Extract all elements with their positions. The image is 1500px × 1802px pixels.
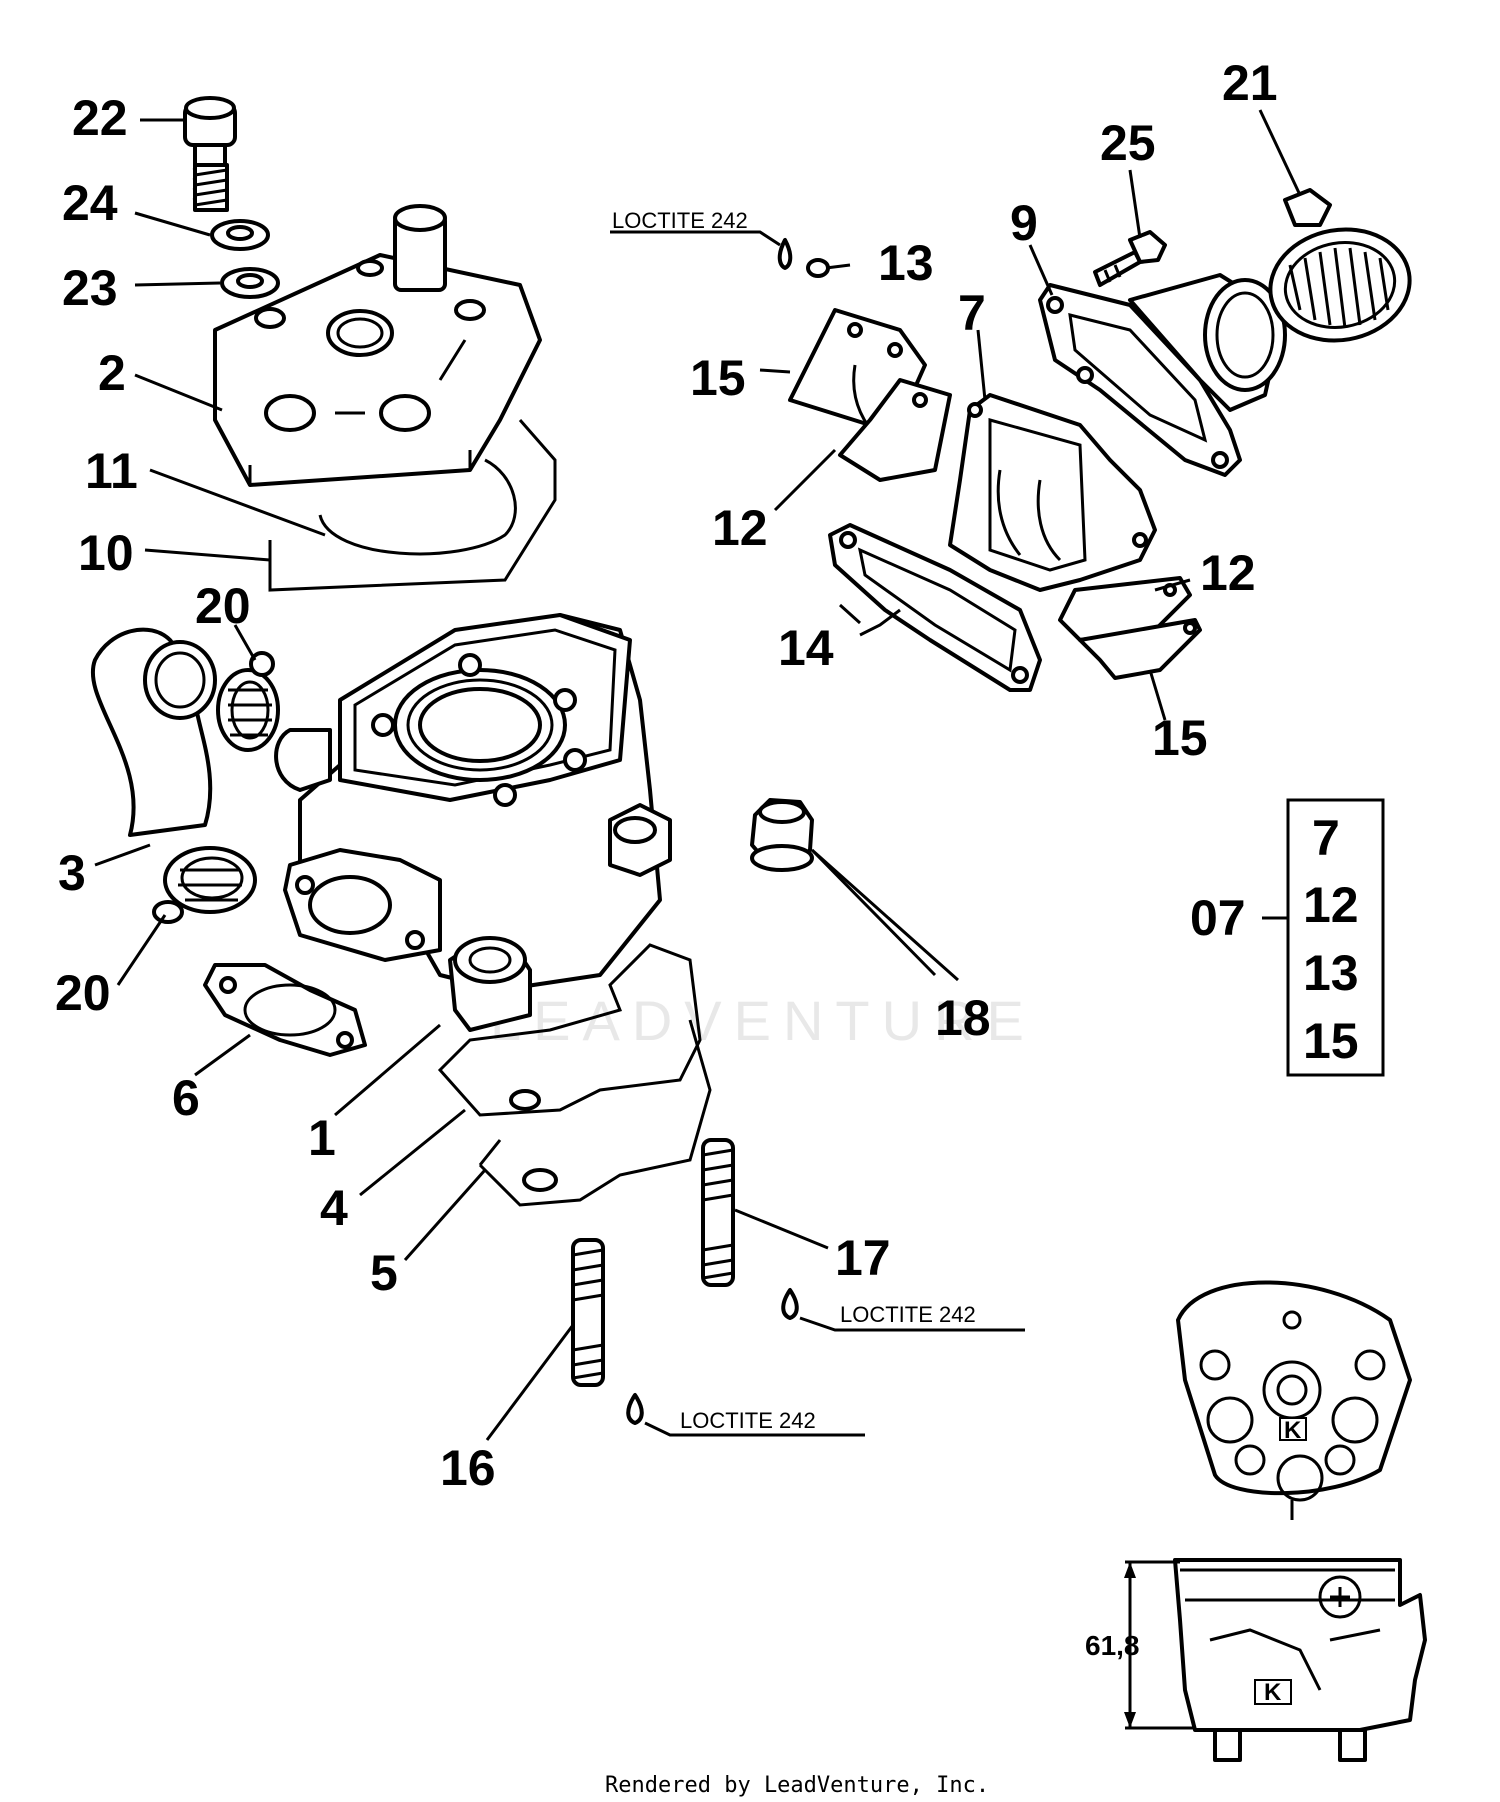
callout-7: 7 — [958, 285, 986, 341]
part-17-stud — [701, 1138, 799, 1320]
kit-label: 07 — [1190, 890, 1246, 946]
callout-15-upper: 15 — [690, 350, 746, 406]
part-2-cylinder-head — [213, 204, 542, 487]
callout-4: 4 — [320, 1180, 348, 1236]
kit-box: 07 7 12 13 15 — [1190, 798, 1385, 1077]
callout-14: 14 — [778, 620, 834, 676]
callout-12-lower: 12 — [1200, 545, 1256, 601]
part-18-nut — [750, 798, 814, 872]
part-3-hose — [91, 627, 217, 837]
part-20-clamp-upper — [216, 651, 280, 752]
part-5-cylinder-base — [478, 1019, 712, 1207]
footer-credit: Rendered by LeadVenture, Inc. — [605, 1773, 989, 1798]
callout-17: 17 — [835, 1230, 891, 1286]
detail-marker-top: K — [1284, 1417, 1302, 1444]
callout-9: 9 — [1010, 195, 1038, 251]
loctite-label-top: LOCTITE 242 — [612, 208, 748, 233]
callout-6: 6 — [172, 1070, 200, 1126]
callout-12-upper: 12 — [712, 500, 768, 556]
part-15-reed-petal-lower — [1078, 618, 1202, 680]
kit-item: 12 — [1303, 877, 1359, 933]
callout-2: 2 — [98, 345, 126, 401]
part-11-o-ring — [318, 458, 517, 556]
part-10-gasket — [268, 419, 557, 592]
dimension-label: 61,8 — [1085, 1630, 1140, 1661]
callout-3: 3 — [58, 845, 86, 901]
detail-head-side-view: K 61,8 — [1085, 1558, 1427, 1762]
callout-1: 1 — [308, 1110, 336, 1166]
part-24-washer — [210, 219, 270, 251]
callout-10: 10 — [78, 525, 134, 581]
part-4-base-gasket — [437, 943, 702, 1117]
part-23-washer — [220, 267, 280, 299]
callout-20-lower: 20 — [55, 965, 111, 1021]
callout-18: 18 — [935, 990, 991, 1046]
part-7-reed-block — [948, 393, 1157, 592]
callout-23: 23 — [62, 260, 118, 316]
detail-marker-side: K — [1264, 1679, 1282, 1706]
callout-labels: 22 24 23 2 11 10 20 3 20 6 1 4 5 16 17 1… — [55, 55, 1278, 1496]
callout-11: 11 — [85, 443, 138, 499]
callout-20-upper: 20 — [195, 578, 251, 634]
part-12-reed-stop-upper — [838, 378, 952, 482]
part-25-bolt — [1093, 230, 1167, 287]
part-21-hose-clamp — [1268, 188, 1412, 343]
part-6-exhaust-gasket — [203, 963, 367, 1057]
part-1-cylinder — [274, 613, 672, 1032]
part-22-bolt — [183, 96, 237, 212]
kit-item: 15 — [1303, 1013, 1359, 1069]
leader-lines — [94, 109, 1302, 1441]
callout-16: 16 — [440, 1440, 496, 1496]
callout-25: 25 — [1100, 115, 1156, 171]
loctite-label-stud17: LOCTITE 242 — [840, 1302, 976, 1327]
callout-5: 5 — [370, 1245, 398, 1301]
detail-head-top-view: K — [1176, 1280, 1412, 1520]
callout-22: 22 — [72, 90, 128, 146]
part-20-clamp-lower — [152, 846, 257, 924]
part-9-intake-manifold — [1038, 273, 1287, 477]
part-14-reed-gasket — [828, 523, 1042, 692]
callout-21: 21 — [1222, 55, 1278, 111]
part-16-stud — [571, 1238, 644, 1425]
callout-15-lower: 15 — [1152, 710, 1208, 766]
part-13-screw — [777, 238, 851, 278]
loctite-label-stud16: LOCTITE 242 — [680, 1408, 816, 1433]
kit-item: 13 — [1303, 945, 1359, 1001]
callout-13: 13 — [878, 235, 934, 291]
kit-item: 7 — [1312, 810, 1340, 866]
callout-24: 24 — [62, 175, 118, 231]
